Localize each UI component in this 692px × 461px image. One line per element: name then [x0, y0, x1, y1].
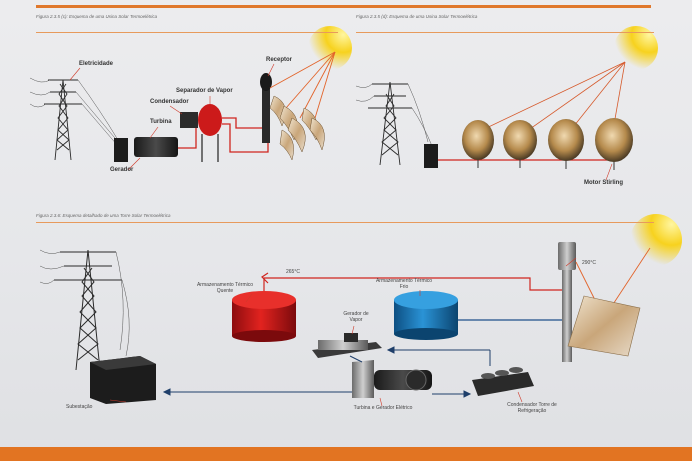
label-substation: Subestação — [66, 404, 93, 410]
storage-tank-icon — [232, 291, 296, 342]
top-accent-bar — [36, 5, 651, 8]
steam-generator-unit — [312, 333, 382, 358]
fig1-pipes — [178, 117, 269, 153]
label-turbine-generator: Turbina e Gerador Elétrico — [353, 405, 413, 411]
label-temp-hot: 265°C — [286, 269, 300, 275]
turbine-generator-unit — [352, 360, 432, 398]
transmission-tower-icon — [368, 81, 412, 166]
hot-salt-pipe — [261, 272, 562, 296]
fig1-caption: Figura 2.3.5 (c): Esquema de uma Usina S… — [36, 14, 158, 19]
turbine-unit — [134, 137, 178, 157]
solar-receiver-tower — [558, 242, 576, 362]
fig3-rule — [36, 222, 654, 223]
fig2-diagram — [355, 26, 658, 181]
label-hot-storage: Armazenamento Térmico Quente — [196, 282, 254, 294]
heliostat-mirror-icon — [269, 95, 325, 161]
sun-icon — [308, 26, 352, 70]
fig3-caption: Figura 2.3.6: Esquema detalhado de uma T… — [36, 213, 171, 218]
label-cold-storage: Armazenamento Térmico Frio — [375, 278, 433, 290]
fig1-rays — [269, 51, 336, 129]
transmission-tower-icon — [44, 79, 82, 161]
label-electricity: Eletricidade — [79, 61, 114, 67]
sun-icon — [630, 214, 682, 266]
transmission-tower-icon — [54, 249, 122, 371]
fig2-rule — [356, 32, 654, 33]
label-steam-separator: Separador de Vapor — [176, 88, 233, 94]
sun-icon — [614, 26, 658, 70]
label-generator: Gerador — [110, 167, 134, 173]
label-turbine: Turbina — [150, 119, 172, 125]
power-lines — [29, 77, 121, 147]
inverter-box — [424, 144, 438, 168]
label-motor-stirling: Motor Stirling — [584, 180, 623, 186]
storage-tank-icon — [394, 291, 458, 340]
label-steam-generator: Gerador de Vapor — [343, 311, 369, 323]
fig2-caption: Figura 2.3.5 (d): Esquema de uma Usina S… — [356, 14, 478, 19]
steam-separator-unit — [198, 104, 222, 162]
receiver-tower — [260, 73, 272, 143]
fig1-diagram — [29, 26, 352, 171]
condenser-unit — [180, 112, 198, 128]
label-condenser-tower: Condensador Torre de Refrigeração — [507, 402, 557, 414]
parabolic-dish-icon — [462, 118, 633, 170]
label-temp-tower: 290°C — [582, 260, 596, 266]
substation-unit — [90, 356, 156, 404]
label-condenser: Condensador — [150, 99, 189, 105]
cooling-tower-unit — [472, 367, 534, 396]
fig3-diagram — [39, 214, 682, 407]
heliostat-mirror-icon — [567, 295, 641, 357]
fig1-rule — [36, 32, 338, 33]
bottom-accent-bar — [0, 447, 692, 461]
generator-unit — [114, 138, 128, 162]
label-receiver: Receptor — [266, 57, 293, 63]
flow-arrows — [162, 346, 491, 398]
